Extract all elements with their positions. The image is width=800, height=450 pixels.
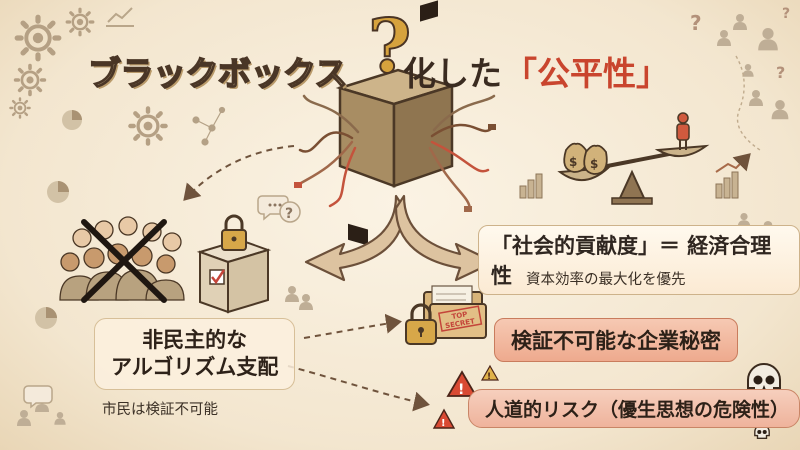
label-non-democratic-sub: 市民は検証不可能 (102, 402, 218, 418)
label-non-democratic-line1: 非民主的な (142, 328, 248, 352)
gear-icon (13, 63, 47, 97)
bar-chart-icon (519, 171, 739, 199)
label-non-democratic-line2: アルゴリズム支配 (111, 355, 279, 379)
warning-icon: ! ! ! (432, 364, 500, 429)
network-icon (192, 106, 226, 146)
gear-icon (9, 97, 31, 119)
person-figure-icon (676, 112, 690, 150)
svg-text:?: ? (285, 206, 293, 222)
svg-text:!: ! (441, 418, 446, 429)
label-social-contribution: 「社会的貢献度」＝ 経済合理性 (478, 225, 800, 295)
question-icon (279, 201, 301, 223)
title-black-box: ブラックボックス (87, 53, 348, 94)
gear-icon (17, 17, 59, 59)
pie-chart-icon (35, 110, 82, 329)
lock-icon (221, 214, 247, 251)
chart-icon (106, 7, 134, 27)
svg-text:$: $ (590, 157, 598, 171)
trend-arrow-icon (715, 153, 751, 173)
cross-icon (81, 219, 167, 303)
folder-icon (423, 285, 487, 339)
svg-text:TOP: TOP (451, 310, 468, 321)
svg-text:!: ! (458, 382, 464, 398)
title-fairness: 「公平性」 (504, 54, 670, 93)
svg-text:$: $ (569, 155, 577, 169)
label-non-democratic: 非民主的な アルゴリズム支配 (94, 318, 296, 390)
svg-text:!: ! (487, 372, 491, 382)
svg-text:?: ? (782, 6, 790, 22)
page-title: ブラックボックス 化した 「公平性」 (87, 48, 670, 94)
svg-text:?: ? (776, 63, 785, 82)
svg-text:?: ? (690, 11, 702, 35)
money-bag-icon: $ $ (563, 142, 608, 175)
black-box-icon (294, 0, 496, 246)
label-social-contribution-sub: 資本効率の最大化を優先 (526, 272, 686, 288)
gear-icon (65, 7, 95, 37)
split-arrow (304, 194, 496, 282)
label-trade-secret: 検証不可能な企業秘密 (494, 318, 738, 362)
question-mark-icon: ? (367, 4, 412, 90)
gear-icon (130, 108, 165, 143)
dashed-arrow (183, 145, 430, 412)
title-became: 化した (403, 54, 503, 93)
label-human-risk: 人道的リスク（優生思想の危険性） (468, 389, 800, 428)
question-icon: ? ? ? (690, 6, 790, 82)
lock-icon (405, 303, 437, 345)
